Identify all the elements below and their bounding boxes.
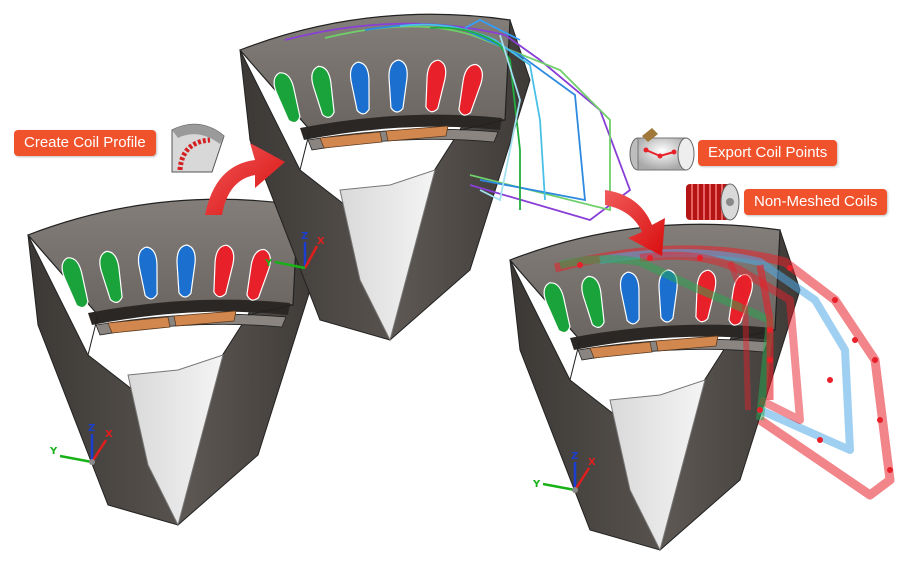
stator-sector-with-coil-icon bbox=[171, 123, 225, 173]
axis-z-label: Z bbox=[88, 423, 95, 434]
arrow-to-right bbox=[605, 190, 665, 256]
arrow-to-center bbox=[205, 143, 285, 215]
axis-triad-center: Z X Y bbox=[264, 231, 325, 270]
axis-triad-right: Z X Y bbox=[532, 451, 596, 493]
coil-cylinder-icon bbox=[686, 183, 740, 221]
non-meshed-coils bbox=[553, 245, 895, 500]
axis-z-label: Z bbox=[571, 451, 578, 462]
axis-y-label: Y bbox=[49, 446, 58, 457]
coil-profile-lines bbox=[284, 18, 632, 221]
axis-y-label: Y bbox=[532, 479, 541, 490]
axis-x-label: X bbox=[317, 236, 325, 247]
axis-x-label: X bbox=[588, 457, 596, 468]
axis-triad-left: Z X Y bbox=[49, 423, 113, 465]
axis-y-label: Y bbox=[264, 258, 273, 269]
cylinder-with-points-icon bbox=[629, 128, 695, 171]
stator-sector-left bbox=[27, 198, 319, 526]
export-coil-points-label: Export Coil Points bbox=[698, 140, 838, 166]
axis-z-label: Z bbox=[301, 231, 308, 242]
non-meshed-coils-label: Non-Meshed Coils bbox=[744, 189, 888, 215]
axis-x-label: X bbox=[105, 429, 113, 440]
create-coil-profile-label: Create Coil Profile bbox=[14, 130, 156, 156]
